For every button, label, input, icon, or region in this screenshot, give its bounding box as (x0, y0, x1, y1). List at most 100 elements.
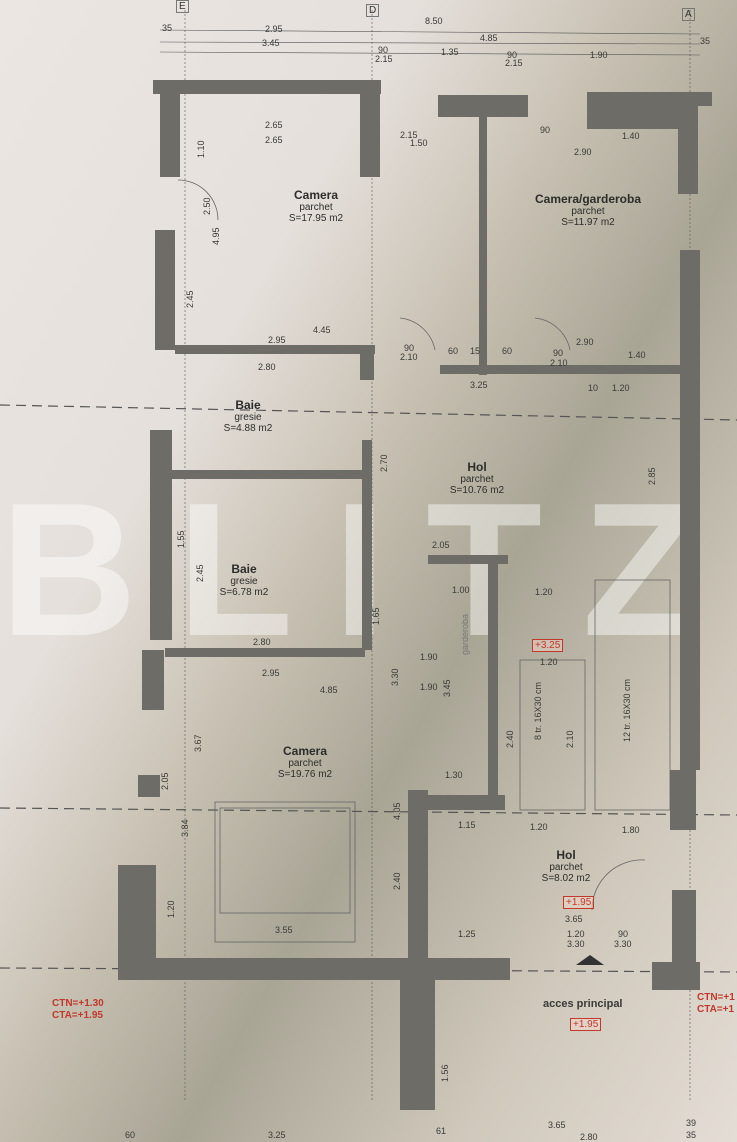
dimension: 4.85 (480, 33, 498, 43)
dimension: 2.80 (258, 362, 276, 372)
room-bathroom-1: Baie gresie S=4.88 m2 (224, 398, 273, 434)
dimension: 2.80 (580, 1132, 598, 1142)
dimension: 1.20 (535, 587, 553, 597)
walls (118, 80, 712, 1110)
dimension: 2.10 (400, 352, 418, 362)
dimension: 2.95 (268, 335, 286, 345)
dimension: 15 (470, 346, 481, 356)
dimension: 3.45 (262, 38, 280, 48)
dimension: 90 (618, 929, 629, 939)
ctn-value: CTN=+1.30 (52, 998, 104, 1009)
dimension: 1.40 (622, 131, 640, 141)
dimension: 3.45 (442, 679, 452, 697)
dimension: 3.25 (268, 1130, 286, 1140)
dimension: 1.90 (420, 682, 438, 692)
room-area: S=6.78 m2 (219, 587, 269, 598)
dimension: 2.15 (375, 54, 393, 64)
dimension: 61 (436, 1126, 447, 1136)
dimension: 35 (686, 1130, 697, 1140)
room-name: Baie (235, 398, 261, 412)
dimension: 2.95 (265, 24, 283, 34)
dimension: 4.05 (392, 802, 402, 820)
dimension: 2.65 (265, 120, 283, 130)
room-name: Camera (282, 744, 328, 758)
room-bedroom-2: Camera parchet S=19.76 m2 (278, 744, 332, 780)
dimension: 60 (502, 346, 513, 356)
room-name: Baie (231, 562, 257, 576)
dimension: 90 (378, 45, 389, 55)
dimension: 2.85 (647, 467, 657, 485)
room-area: S=10.76 m2 (449, 485, 505, 496)
room-name: Hol (467, 460, 487, 474)
dimension: 1.65 (371, 607, 381, 625)
dimension: 1.55 (176, 530, 186, 548)
room-area: S=8.02 m2 (541, 873, 591, 884)
dimension: 2.80 (253, 637, 271, 647)
dimension: 1.30 (445, 770, 463, 780)
ctn-value: CTN=+1 (697, 992, 735, 1003)
watermark-logo: BLITZ (0, 464, 737, 676)
level-marker: +1.95 (563, 896, 595, 909)
entrance-arrow-icon (576, 955, 604, 965)
dimension: 8.50 (425, 16, 443, 26)
dimension: 1.15 (458, 820, 476, 830)
room-name: Hol (556, 848, 576, 862)
dimension: 1.56 (440, 1064, 450, 1082)
dimension: 3.30 (614, 939, 632, 949)
dimension: 35 (700, 36, 711, 46)
dimension: 1.90 (590, 50, 608, 60)
dimension: 2.10 (550, 358, 568, 368)
room-bedroom-wardrobe: Camera/garderoba parchet S=11.97 m2 (535, 192, 641, 228)
dimension: 1.20 (612, 383, 630, 393)
stair-label: 8 tr. 16X30 cm (533, 681, 543, 740)
room-floor: parchet (299, 202, 333, 213)
dimension: 90 (507, 50, 518, 60)
dimension: 2.95 (262, 668, 280, 678)
dimension: 1.90 (420, 652, 438, 662)
dimension: 3.30 (567, 939, 585, 949)
cta-value: CTA=+1.95 (52, 1010, 103, 1021)
dimension: 2.15 (400, 130, 418, 140)
dimension: 1.80 (622, 825, 640, 835)
dimension: 2.40 (505, 730, 515, 748)
dimension: 2.40 (392, 872, 402, 890)
level-marker: +3.25 (532, 639, 564, 652)
room-area: S=11.97 m2 (561, 217, 615, 228)
room-hall-1: Hol parchet S=10.76 m2 (450, 460, 504, 496)
dimension: 3.25 (470, 380, 488, 390)
room-bedroom-1: Camera parchet S=17.95 m2 (289, 188, 343, 224)
dimension: 2.50 (202, 197, 212, 215)
room-hall-2: Hol parchet S=8.02 m2 (542, 848, 591, 884)
room-floor: gresie (230, 576, 258, 587)
axis-label: A (682, 8, 695, 21)
dimension: 2.45 (195, 564, 205, 582)
room-floor: parchet (288, 758, 322, 769)
dimension: 2.05 (160, 772, 170, 790)
dimension: 1.50 (410, 138, 428, 148)
room-bathroom-2: Baie gresie S=6.78 m2 (220, 562, 269, 598)
room-name: Camera/garderoba (534, 192, 642, 206)
stair-label: 12 tr. 16X30 cm (622, 678, 632, 742)
dimension: 1.00 (452, 585, 470, 595)
dimension: 90 (404, 343, 415, 353)
room-floor: parchet (460, 474, 494, 485)
dimension: 2.65 (265, 135, 283, 145)
dimension: 4.45 (313, 325, 331, 335)
dimension: 2.70 (379, 454, 389, 472)
dimension: 3.84 (180, 819, 190, 837)
ctn-label-right: CTN=+1 CTA=+1 (697, 992, 735, 1016)
dimension: 90 (540, 125, 551, 135)
room-area: S=4.88 m2 (223, 423, 273, 434)
dimension: 90 (553, 348, 564, 358)
dimension: 2.45 (185, 290, 195, 308)
room-floor: parchet (571, 206, 605, 217)
dimension: 39 (686, 1118, 697, 1128)
main-entrance-label: acces principal (543, 998, 623, 1010)
room-area: S=17.95 m2 (288, 213, 344, 224)
dimension: 2.10 (565, 730, 575, 748)
dimension: 1.35 (441, 47, 459, 57)
dimension: 1.20 (530, 822, 548, 832)
dimension: 60 (448, 346, 459, 356)
level-marker: +1.95 (570, 1018, 602, 1031)
